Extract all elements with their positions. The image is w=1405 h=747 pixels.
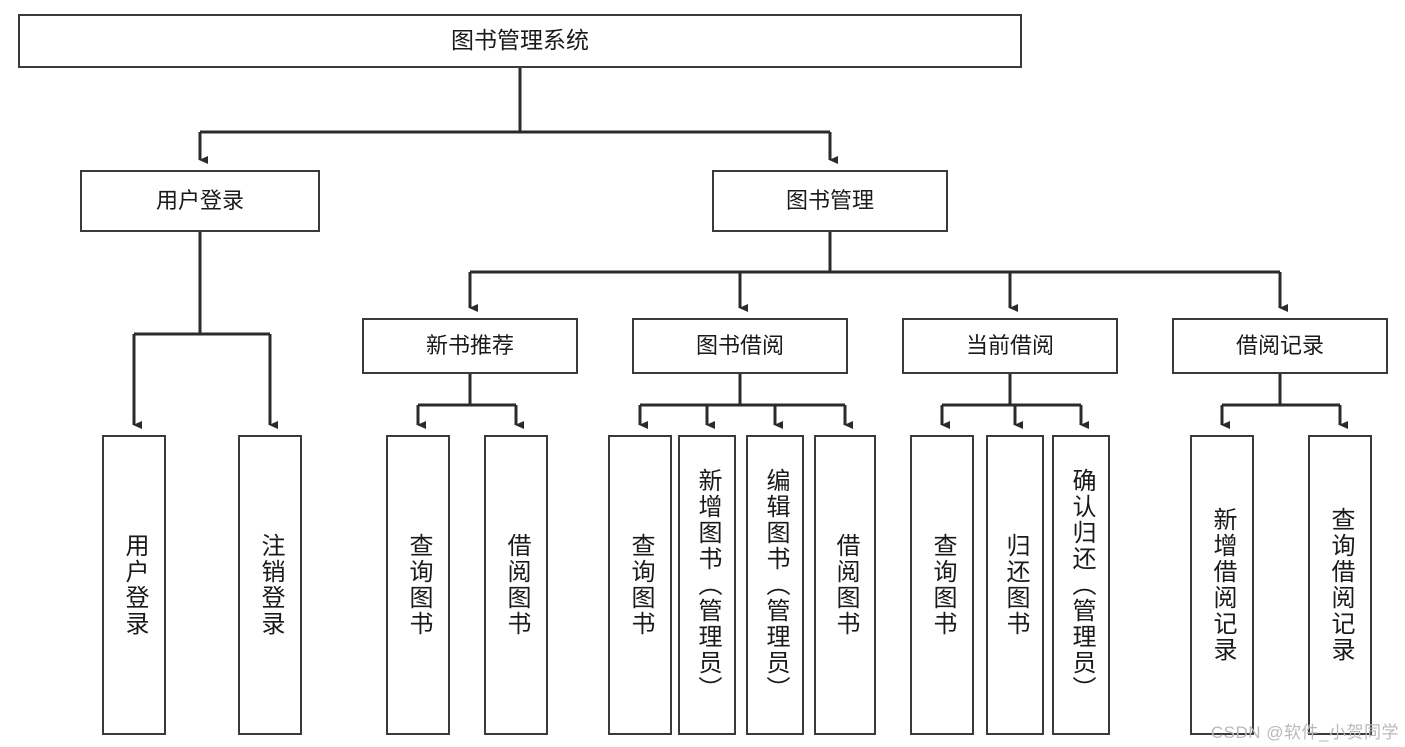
node-book-management[interactable]: 图书管理 bbox=[712, 170, 948, 232]
node-label: 新增图书（管理员） bbox=[694, 468, 721, 702]
leaf-user-logout[interactable]: 注销登录 bbox=[238, 435, 302, 735]
leaf-add-book-admin[interactable]: 新增图书（管理员） bbox=[678, 435, 736, 735]
node-label: 图书管理系统 bbox=[451, 27, 589, 54]
leaf-query-book-borrow[interactable]: 查询图书 bbox=[608, 435, 672, 735]
node-label: 图书借阅 bbox=[695, 333, 784, 359]
node-label: 查询图书 bbox=[929, 533, 956, 637]
node-label: 用户登录 bbox=[155, 188, 244, 214]
node-new-book-recommend[interactable]: 新书推荐 bbox=[362, 318, 578, 374]
leaf-user-login[interactable]: 用户登录 bbox=[102, 435, 166, 735]
node-user-login[interactable]: 用户登录 bbox=[80, 170, 320, 232]
node-label: 新书推荐 bbox=[425, 333, 514, 359]
node-label: 查询借阅记录 bbox=[1327, 507, 1354, 663]
node-label: 借阅图书 bbox=[503, 533, 530, 637]
leaf-edit-book-admin[interactable]: 编辑图书（管理员） bbox=[746, 435, 804, 735]
leaf-query-borrow-record[interactable]: 查询借阅记录 bbox=[1308, 435, 1372, 735]
node-label: 借阅记录 bbox=[1235, 333, 1324, 359]
node-label: 归还图书 bbox=[1002, 533, 1029, 637]
leaf-borrow-book-recommend[interactable]: 借阅图书 bbox=[484, 435, 548, 735]
node-borrow-record[interactable]: 借阅记录 bbox=[1172, 318, 1388, 374]
leaf-query-book-current[interactable]: 查询图书 bbox=[910, 435, 974, 735]
node-book-borrow[interactable]: 图书借阅 bbox=[632, 318, 848, 374]
node-label: 注销登录 bbox=[257, 533, 284, 637]
node-label: 查询图书 bbox=[627, 533, 654, 637]
node-label: 新增借阅记录 bbox=[1209, 507, 1236, 663]
node-label: 当前借阅 bbox=[965, 333, 1054, 359]
leaf-return-book[interactable]: 归还图书 bbox=[986, 435, 1044, 735]
leaf-borrow-book[interactable]: 借阅图书 bbox=[814, 435, 876, 735]
node-label: 图书管理 bbox=[785, 188, 874, 214]
node-label: 用户登录 bbox=[121, 533, 148, 637]
node-label: 确认归还（管理员） bbox=[1068, 468, 1095, 702]
node-label: 查询图书 bbox=[405, 533, 432, 637]
node-label: 编辑图书（管理员） bbox=[762, 468, 789, 702]
leaf-confirm-return-admin[interactable]: 确认归还（管理员） bbox=[1052, 435, 1110, 735]
node-current-borrow[interactable]: 当前借阅 bbox=[902, 318, 1118, 374]
node-root-system[interactable]: 图书管理系统 bbox=[18, 14, 1022, 68]
node-label: 借阅图书 bbox=[832, 533, 859, 637]
leaf-query-book-recommend[interactable]: 查询图书 bbox=[386, 435, 450, 735]
csdn-watermark: CSDN @软件_小贺同学 bbox=[1210, 723, 1399, 742]
leaf-add-borrow-record[interactable]: 新增借阅记录 bbox=[1190, 435, 1254, 735]
